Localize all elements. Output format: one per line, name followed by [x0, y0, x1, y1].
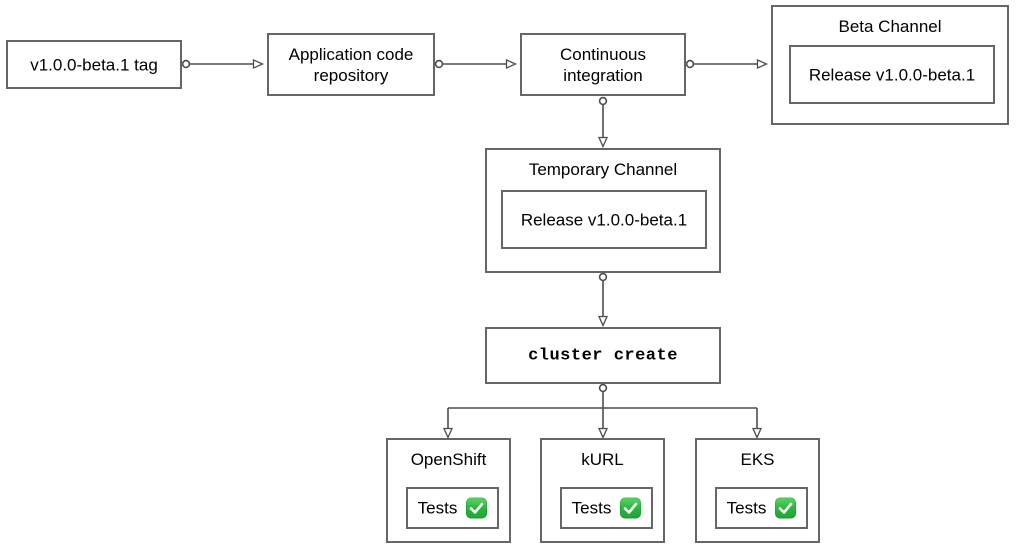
beta-channel-release-label: Release v1.0.0-beta.1: [808, 65, 976, 84]
green-check-icon: [620, 497, 642, 519]
edge-source-dot: [181, 59, 191, 69]
node-continuous-integration-label: Continuous integration: [559, 44, 646, 85]
kurl-title: kURL: [581, 450, 624, 469]
node-repository-label: Application code repository: [288, 44, 414, 85]
green-check-icon: [775, 497, 797, 519]
eks-tests-row: Tests: [717, 497, 806, 519]
temporary-channel-release-box[interactable]: Release v1.0.0-beta.1: [501, 190, 707, 249]
node-tag[interactable]: v1.0.0-beta.1 tag: [6, 40, 182, 89]
openshift-tests-box[interactable]: Tests: [406, 487, 499, 529]
node-eks[interactable]: EKS Tests: [695, 438, 820, 543]
kurl-tests-box[interactable]: Tests: [560, 487, 653, 529]
green-check-icon: [466, 497, 488, 519]
beta-channel-title: Beta Channel: [838, 17, 942, 36]
edge-source-dot: [598, 272, 608, 282]
cluster-create-label: cluster create: [528, 346, 678, 365]
node-continuous-integration[interactable]: Continuous integration: [520, 33, 686, 96]
eks-tests-label: Tests: [726, 498, 767, 517]
beta-channel-release-box[interactable]: Release v1.0.0-beta.1: [789, 45, 995, 104]
node-beta-channel[interactable]: Beta Channel Release v1.0.0-beta.1: [771, 5, 1009, 125]
node-application-code-repository[interactable]: Application code repository: [267, 33, 435, 96]
node-cluster-create[interactable]: cluster create: [485, 327, 721, 384]
edge-source-dot: [598, 96, 608, 106]
edge-source-dot: [598, 383, 608, 393]
temporary-channel-release-label: Release v1.0.0-beta.1: [520, 210, 688, 229]
edge-source-dot: [434, 59, 444, 69]
eks-tests-box[interactable]: Tests: [715, 487, 808, 529]
edge-source-dot: [685, 59, 695, 69]
openshift-tests-label: Tests: [417, 498, 458, 517]
eks-title: EKS: [740, 450, 775, 469]
node-kurl[interactable]: kURL Tests: [540, 438, 665, 543]
temporary-channel-title: Temporary Channel: [528, 160, 678, 179]
node-tag-label: v1.0.0-beta.1 tag: [30, 55, 158, 74]
kurl-tests-label: Tests: [571, 498, 612, 517]
openshift-title: OpenShift: [410, 450, 487, 469]
kurl-tests-row: Tests: [562, 497, 651, 519]
node-openshift[interactable]: OpenShift Tests: [386, 438, 511, 543]
openshift-tests-row: Tests: [408, 497, 497, 519]
node-temporary-channel[interactable]: Temporary Channel Release v1.0.0-beta.1: [485, 148, 721, 273]
